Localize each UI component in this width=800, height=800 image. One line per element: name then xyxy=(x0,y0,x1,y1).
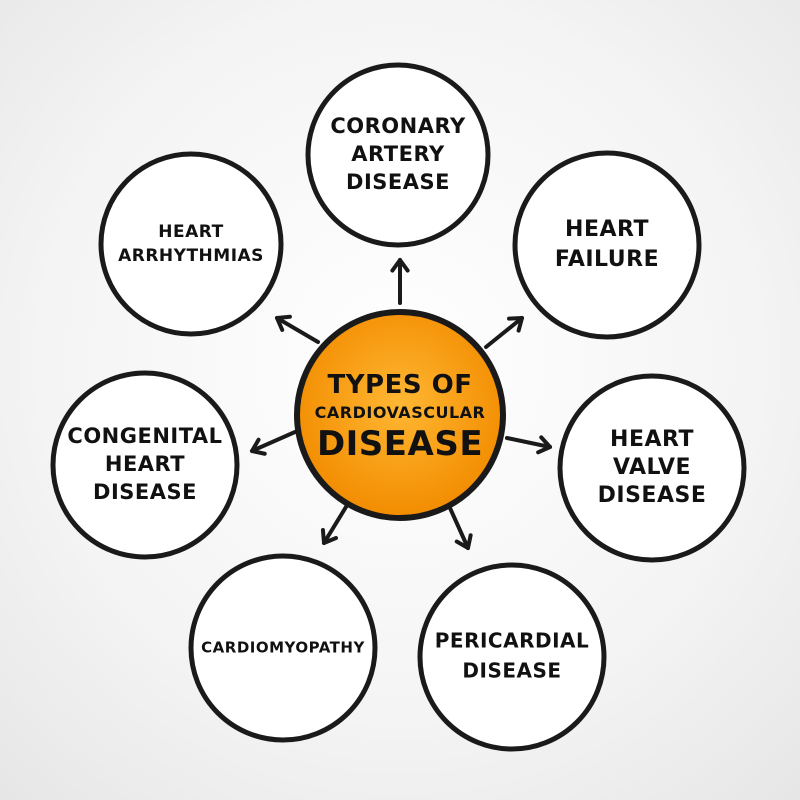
arrow-to-heart-arrhythmias xyxy=(275,314,320,344)
arrow-head xyxy=(250,437,267,456)
arrow-shaft xyxy=(484,316,524,349)
node-cardiomyopathy: CARDIOMYOPATHY xyxy=(188,553,378,743)
node-circle xyxy=(512,150,702,340)
arrow-to-coronary-artery-disease xyxy=(390,258,410,305)
node-label-line: CORONARY xyxy=(330,114,466,138)
node-heart-valve-disease: HEART VALVE DISEASE xyxy=(557,373,747,563)
node-label-line: CARDIOMYOPATHY xyxy=(201,639,365,657)
arrow-shaft xyxy=(448,506,470,550)
node-label-line: ARRHYTHMIAS xyxy=(118,246,264,266)
node-heart-failure: HEART FAILURE xyxy=(512,150,702,340)
center-title-line-2: CARDIOVASCULAR xyxy=(315,403,486,422)
node-label-line: HEART xyxy=(158,222,223,242)
nodes-layer: CORONARY ARTERY DISEASE HEART FAILURE HEART VA… xyxy=(50,62,747,752)
arrow-to-heart-failure xyxy=(484,316,524,349)
arrow-shaft xyxy=(275,316,320,344)
node-label-line: ARTERY xyxy=(351,142,445,166)
center-circle xyxy=(294,309,506,521)
node-label-line: DISEASE xyxy=(598,483,707,508)
node-circle xyxy=(557,373,747,563)
node-coronary-artery-disease: CORONARY ARTERY DISEASE xyxy=(305,62,491,248)
node-circle xyxy=(188,553,378,743)
node-label-line: FAILURE xyxy=(555,247,659,272)
arrows-layer xyxy=(250,258,552,550)
arrow-shaft xyxy=(322,500,351,545)
node-label-line: HEART xyxy=(565,217,649,242)
node-label-line: CONGENITAL xyxy=(67,424,222,448)
node-label-line: HEART xyxy=(105,452,185,476)
arrow-head xyxy=(390,258,410,273)
node-label-line: DISEASE xyxy=(346,170,450,194)
node-label-line: PERICARDIAL xyxy=(435,629,589,653)
node-circle xyxy=(98,151,284,337)
arrow-to-heart-valve-disease xyxy=(505,435,552,455)
arrow-shaft xyxy=(250,430,297,453)
node-label-line: DISEASE xyxy=(93,480,197,504)
node-label-line: HEART xyxy=(610,427,694,452)
node-circle xyxy=(305,62,491,248)
arrow-head xyxy=(454,533,473,550)
arrow-head xyxy=(320,528,338,545)
node-circle xyxy=(50,370,240,560)
node-label-line: DISEASE xyxy=(462,659,561,683)
arrow-to-congenital-heart-disease xyxy=(250,430,297,456)
node-circle xyxy=(417,562,607,752)
arrow-to-pericardial-disease xyxy=(448,506,473,550)
arrow-head xyxy=(275,314,292,332)
center-node: TYPES OF CARDIOVASCULAR DISEASE xyxy=(294,309,506,521)
arrow-to-cardiomyopathy xyxy=(320,500,351,545)
node-pericardial-disease: PERICARDIAL DISEASE xyxy=(417,562,607,752)
arrow-shaft xyxy=(505,436,552,449)
node-label-line: VALVE xyxy=(613,455,691,480)
center-title-line-3: DISEASE xyxy=(317,424,483,464)
arrow-head xyxy=(507,316,524,333)
node-heart-arrhythmias: HEART ARRHYTHMIAS xyxy=(98,151,284,337)
center-title-line-1: TYPES OF xyxy=(327,370,472,400)
node-congenital-heart-disease: CONGENITAL HEART DISEASE xyxy=(50,370,240,560)
arrow-head xyxy=(536,435,552,455)
